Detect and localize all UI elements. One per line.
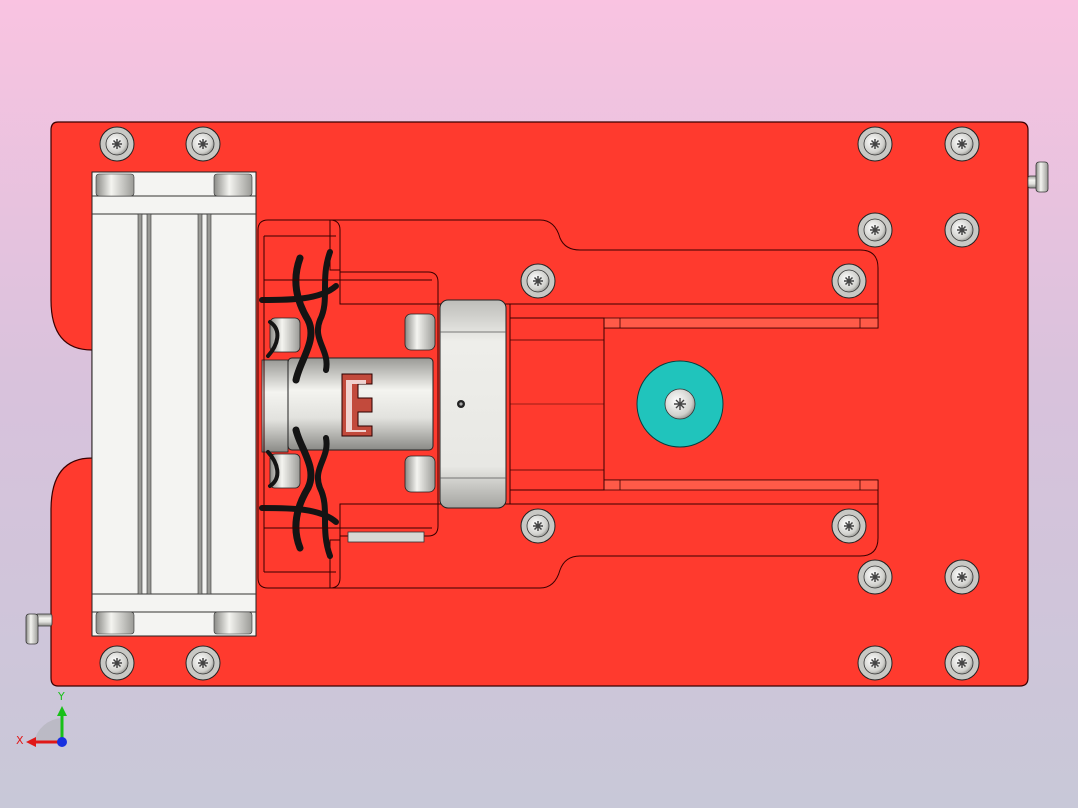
screw-icon — [857, 212, 893, 248]
screw-icon — [831, 508, 867, 544]
y-axis-label: Y — [57, 690, 65, 703]
screw-icon — [857, 559, 893, 595]
screw-icon — [944, 559, 980, 595]
screw-icon — [857, 126, 893, 162]
screw-icon — [520, 263, 556, 299]
x-axis-label: X — [16, 734, 24, 747]
motor-bracket — [257, 219, 439, 589]
locating-disc[interactable] — [636, 360, 724, 448]
linear-actuator[interactable] — [91, 171, 257, 637]
screw-icon — [944, 645, 980, 681]
screw-icon — [944, 212, 980, 248]
axis-triad: X Y — [16, 690, 67, 747]
screw-icon — [185, 645, 221, 681]
air-fitting-right[interactable] — [1027, 161, 1049, 193]
motor-flange[interactable] — [439, 299, 507, 509]
screw-icon — [520, 508, 556, 544]
slider-carriage[interactable] — [509, 317, 605, 491]
screw-icon — [185, 126, 221, 162]
screw-heads — [99, 126, 980, 681]
jaw-coupling[interactable] — [341, 373, 373, 437]
screw-icon — [831, 263, 867, 299]
screw-icon — [99, 126, 135, 162]
screw-icon — [99, 645, 135, 681]
air-fitting-left[interactable] — [25, 613, 53, 645]
screw-icon — [944, 126, 980, 162]
screw-icon — [857, 645, 893, 681]
cable-harness — [259, 249, 339, 559]
